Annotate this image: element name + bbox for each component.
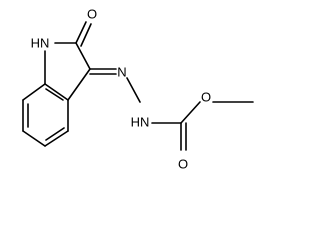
carbonyl-oxygen-label: O	[178, 157, 188, 172]
bond-c7a-c7	[22, 83, 46, 101]
bond-c6-c5	[22, 130, 46, 147]
hydrazide-nh-label: HN	[131, 115, 150, 130]
bond-c2-o-double-a	[75, 21, 87, 44]
bond-c2-c3	[75, 42, 91, 70]
lactam-ring	[44, 42, 91, 101]
bond-c-o-ester	[180, 101, 201, 124]
chemical-structure: HN O N HN O O	[22, 7, 254, 172]
bond-c3a-c7a	[44, 83, 69, 101]
bond-c5-c4	[44, 130, 69, 147]
benzene-ring	[22, 83, 69, 147]
bond-c3-c3a	[67, 68, 91, 101]
lactam-oxygen-label: O	[87, 7, 97, 22]
bond-c5-c4-inner	[45, 127, 65, 141]
bond-n-nh	[126, 77, 141, 103]
bond-c3a-c7a-inner	[45, 88, 64, 101]
imine-nitrogen-label: N	[117, 65, 126, 80]
ester-oxygen-label: O	[201, 90, 211, 105]
ring-nh-label: HN	[31, 36, 50, 51]
bond-c2-o-double-b	[80, 23, 92, 47]
